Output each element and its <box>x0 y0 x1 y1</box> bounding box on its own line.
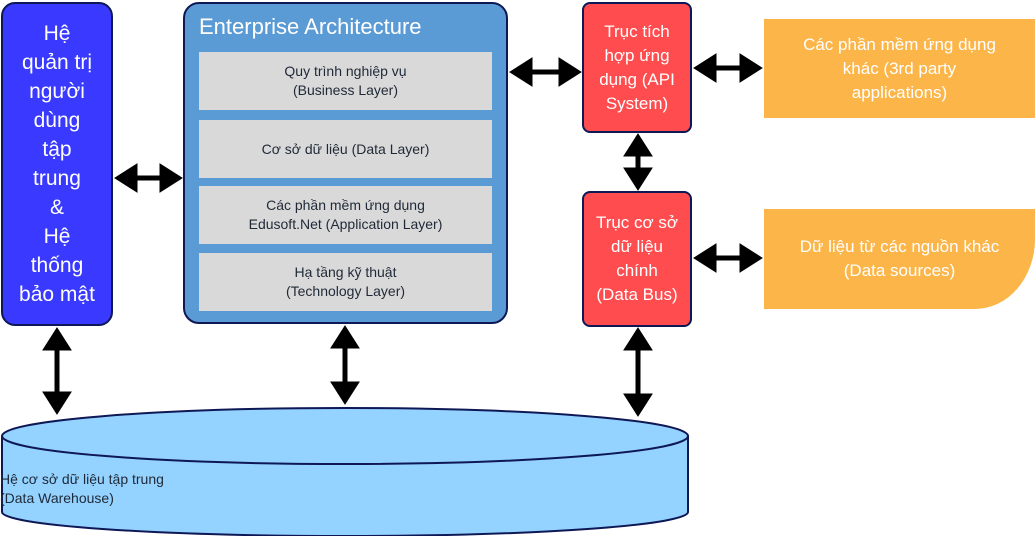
arrow-head <box>693 243 717 273</box>
iam-security-box[interactable]: Hệ quản trị người dùng tập trung & Hệ th… <box>1 2 113 326</box>
layer-label: Các phần mềm ứng dụng <box>266 197 425 213</box>
arrow-ea-api <box>509 57 582 87</box>
data-warehouse-label: Hệ cơ sở dữ liệu tập trung (Data Warehou… <box>0 470 690 508</box>
layer-label: (Business Layer) <box>292 82 399 98</box>
label-line: Hệ <box>43 225 71 248</box>
label-line: (Data Warehouse) <box>0 490 114 506</box>
label-line: dụng (API <box>599 69 675 89</box>
arrow-head <box>42 327 72 351</box>
label-line: Các phần mềm ứng dụng <box>803 34 996 54</box>
label-line: trung <box>33 167 81 190</box>
data-sources-box[interactable]: Dữ liệu từ các nguồn khác (Data sources) <box>764 209 1035 309</box>
label-line: Trục cơ sở <box>595 213 679 232</box>
label-line: Hệ cơ sở dữ liệu tập trung <box>0 471 164 487</box>
arrow-api-thirdparty <box>693 53 763 83</box>
label-line: dữ liệu <box>610 237 664 256</box>
arrow-head <box>623 327 653 351</box>
layer-label: Cơ sở dữ liệu (Data Layer) <box>261 140 430 157</box>
label-line: bảo mật <box>19 283 95 306</box>
label-line: hợp ứng <box>604 45 670 65</box>
arrow-head <box>623 167 653 191</box>
iam-security-label: Hệ quản trị người dùng tập trung & Hệ th… <box>19 19 95 309</box>
layer-label: (Technology Layer) <box>285 283 406 299</box>
arrow-head <box>159 163 183 193</box>
layer-label: Quy trình nghiệp vụ <box>284 63 407 79</box>
label-line: quản trị <box>21 51 93 74</box>
arrow-head <box>739 53 763 83</box>
label-line: người <box>29 80 85 103</box>
business-layer[interactable]: Quy trình nghiệp vụ (Business Layer) <box>199 52 492 110</box>
label-line: tập <box>42 138 72 161</box>
label-line: System) <box>605 93 669 113</box>
label-line: Hệ <box>43 22 71 45</box>
enterprise-architecture-title: Enterprise Architecture <box>199 14 422 39</box>
arrow-head <box>509 57 533 87</box>
data-layer[interactable]: Cơ sở dữ liệu (Data Layer) <box>199 120 492 178</box>
arrow-ea-warehouse <box>330 325 360 405</box>
arrow-head <box>623 133 653 157</box>
arrow-head <box>114 163 138 193</box>
arrow-api-databus <box>623 133 653 191</box>
arrow-iam-ea <box>114 163 183 193</box>
arrow-head <box>330 381 360 405</box>
api-system-box[interactable]: Trục tích hợp ứng dụng (API System) <box>582 2 692 133</box>
enterprise-architecture-container[interactable]: Enterprise Architecture Quy trình nghiệp… <box>183 2 508 324</box>
data-bus-box[interactable]: Trục cơ sở dữ liệu chính (Data Bus) <box>582 191 692 327</box>
arrow-databus-sources <box>693 243 763 273</box>
arrow-databus-warehouse <box>623 327 653 417</box>
arrow-head <box>558 57 582 87</box>
label-line: (Data Bus) <box>596 285 678 304</box>
technology-layer[interactable]: Hạ tầng kỹ thuật (Technology Layer) <box>199 253 492 311</box>
label-line: Dữ liệu từ các nguồn khác <box>799 237 1000 256</box>
arrow-head <box>623 393 653 417</box>
label-line: dùng <box>33 109 81 132</box>
label-line: Trục tích <box>604 21 670 41</box>
data-warehouse-cylinder[interactable] <box>1 407 689 536</box>
label-line: thống <box>30 254 84 277</box>
arrow-iam-warehouse <box>42 327 72 415</box>
arrow-head <box>330 325 360 349</box>
label-line: khác (3rd party <box>842 58 957 78</box>
arrow-head <box>739 243 763 273</box>
layer-label: Hạ tầng kỹ thuật <box>294 264 397 280</box>
label-line: & <box>49 196 64 219</box>
application-layer[interactable]: Các phần mềm ứng dụng Edusoft.Net (Appli… <box>199 186 492 244</box>
label-line: applications) <box>851 82 948 102</box>
arrow-head <box>693 53 717 83</box>
label-line: chính <box>616 261 658 280</box>
layer-label: Edusoft.Net (Application Layer) <box>248 216 443 232</box>
arrow-head <box>42 391 72 415</box>
third-party-apps-box[interactable]: Các phần mềm ứng dụng khác (3rd party ap… <box>764 19 1035 118</box>
label-line: (Data sources) <box>843 261 956 280</box>
cylinder-top <box>1 407 689 465</box>
